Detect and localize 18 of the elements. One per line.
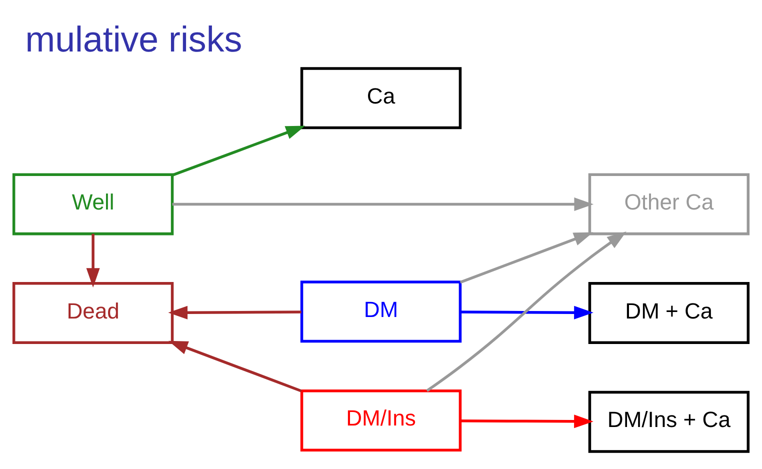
node-box: DM [300,280,462,343]
arrow [86,234,100,288]
node-box: Dead [12,282,174,344]
node-box: Ca [300,67,462,130]
arrow [168,340,302,392]
arrow [460,232,594,284]
node-box: DM + Ca [588,282,750,344]
diagram-title: mulative risks [25,20,242,60]
arrow [460,414,594,428]
node-box: Other Ca [588,173,750,236]
arrow [460,306,594,320]
arrow [426,231,626,392]
arrow [172,126,306,176]
arrow [172,197,594,211]
node-box: DM/Ins [300,390,462,452]
arrow [168,306,302,320]
node-box: DM/Ins + Ca [588,390,750,453]
node-box: Well [12,173,174,236]
